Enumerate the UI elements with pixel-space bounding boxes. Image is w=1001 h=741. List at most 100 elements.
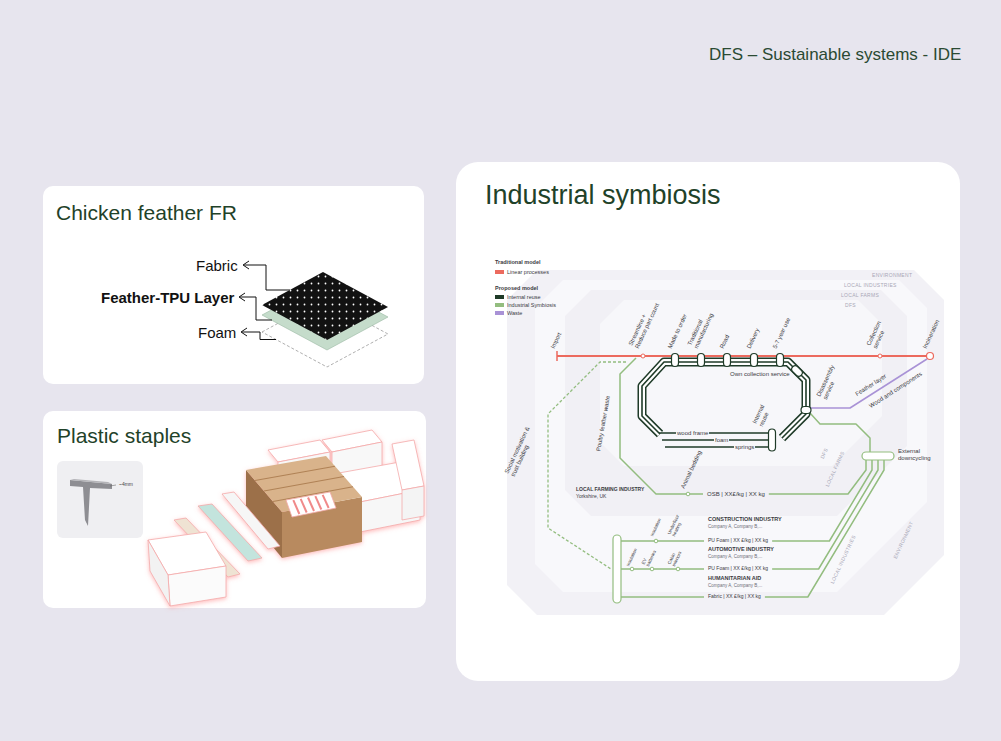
zone-fill <box>535 280 927 592</box>
frame-slat <box>264 477 344 492</box>
panel-card: Plastic staples <box>43 411 426 608</box>
spring <box>293 500 299 514</box>
station-label: External downcycling <box>898 448 940 462</box>
station-pill <box>790 364 803 377</box>
panel-card: Industrial symbiosisENVIRONMENTENVIRONME… <box>456 162 960 681</box>
symbiosis-line <box>621 568 704 570</box>
slide-header: DFS – Sustainable systems - IDE <box>709 45 961 65</box>
wood-frame <box>282 497 362 558</box>
flow-value: PU Foam | XX £/kg | XX kg <box>708 538 768 544</box>
station-dot <box>676 567 680 571</box>
line-label: springs <box>734 444 755 451</box>
layer-panel <box>198 504 262 561</box>
symbiosis-line <box>810 413 870 452</box>
reuse-loop-gap <box>642 362 806 438</box>
station-pill <box>777 354 784 367</box>
flow-value: PU Foam | XX £/kg | XX kg <box>708 566 768 572</box>
legend-label: Industrial Symbiosis <box>507 302 556 308</box>
spring <box>301 499 307 513</box>
legend-swatch <box>495 295 504 299</box>
card-title: Industrial symbiosis <box>485 180 721 211</box>
seat-cushion <box>168 566 226 606</box>
seat-cushion <box>148 540 170 606</box>
station-dot <box>686 492 690 496</box>
wood-frame <box>246 470 282 558</box>
symbiosis-line <box>765 460 884 597</box>
spring <box>323 495 329 508</box>
station-pill <box>801 407 811 414</box>
card-title: Plastic staples <box>57 424 191 448</box>
arrowhead <box>241 328 247 336</box>
zone-label: LOCAL FARMS <box>841 293 879 299</box>
line-end <box>556 351 558 361</box>
symbiosis-line <box>621 596 704 598</box>
station-dot <box>641 354 645 358</box>
leader-line <box>242 332 276 340</box>
station-pill <box>672 354 679 367</box>
arrowhead <box>243 261 249 269</box>
zone-fill <box>507 270 944 615</box>
back-cushion <box>278 452 330 500</box>
industry-heading: AUTOMOTIVE INDUSTRY <box>708 546 774 552</box>
symbiosis-line <box>772 460 878 569</box>
industry-heading: HUMANITARIAN AID <box>708 575 761 581</box>
symbiosis-line-dashed <box>548 362 626 569</box>
industry-heading: CONSTRUCTION INDUSTRY <box>708 516 782 522</box>
wood-frame <box>246 456 362 512</box>
flow-value: OSB | XX£/kg | XX kg <box>707 491 765 498</box>
sofa-arm <box>402 486 424 520</box>
back-cushion <box>332 442 382 488</box>
line-label: foam <box>714 437 729 444</box>
frame-slat <box>255 466 335 480</box>
line-label: wood frame <box>676 430 709 437</box>
layer-label: Fabric <box>196 257 238 274</box>
spring-bolster <box>286 492 336 517</box>
layer-panel <box>174 518 240 577</box>
legend-swatch <box>495 311 504 315</box>
flow-value: Fabric | XX £/kg | XX kg <box>708 594 761 600</box>
zone-band: LOCAL INDUSTRIESLOCAL INDUSTRIESLOCAL FA… <box>535 280 927 592</box>
layer-label: Foam <box>198 324 236 341</box>
feather-tpu-layer <box>262 282 388 350</box>
station-pill <box>724 354 731 367</box>
layer-panel <box>222 492 280 549</box>
spring <box>308 498 314 512</box>
symbiosis-line <box>772 460 872 541</box>
terminal-station <box>927 353 934 360</box>
zone-label: ENVIRONMENT <box>872 273 912 279</box>
symbiosis-line <box>769 460 866 494</box>
interchange-station <box>613 535 621 603</box>
sofa-body <box>320 490 420 540</box>
dimension-line <box>110 485 116 486</box>
zone-band: LOCAL FARMSLOCAL FARMSDFSDFS <box>565 290 907 516</box>
linear-line <box>557 355 930 357</box>
reuse-loop <box>642 362 806 438</box>
layer-label: Feather-TPU Layer <box>101 289 234 306</box>
station-pill <box>751 354 758 367</box>
industry-location: Yorkshire, UK <box>576 494 606 500</box>
legend-heading: Traditional model <box>495 259 541 265</box>
station-dot <box>654 539 658 543</box>
staple-symbol <box>70 480 112 526</box>
material-line <box>665 446 772 448</box>
zone-label: LOCAL INDUSTRIES <box>844 283 897 289</box>
back-cushion <box>322 430 382 452</box>
station-pill <box>698 354 705 367</box>
leader-line <box>244 265 290 290</box>
card-title: Chicken feather FR <box>56 201 237 225</box>
industry-heading: LOCAL FARMING INDUSTRY <box>576 487 644 493</box>
seat-cushion <box>148 532 226 575</box>
station-dot <box>650 567 654 571</box>
interchange-station <box>862 452 894 460</box>
fabric-layer <box>262 272 388 340</box>
dimension: ~4mm <box>119 482 133 488</box>
leader-line <box>240 297 272 320</box>
legend-swatch <box>495 270 504 274</box>
spring <box>315 496 321 509</box>
arrowhead <box>239 293 245 301</box>
legend-swatch <box>495 303 504 307</box>
legend-label: Linear processes <box>507 269 549 275</box>
foam-layer <box>262 299 388 367</box>
legend-heading: Proposed model <box>495 285 538 291</box>
station-pill <box>769 429 776 451</box>
